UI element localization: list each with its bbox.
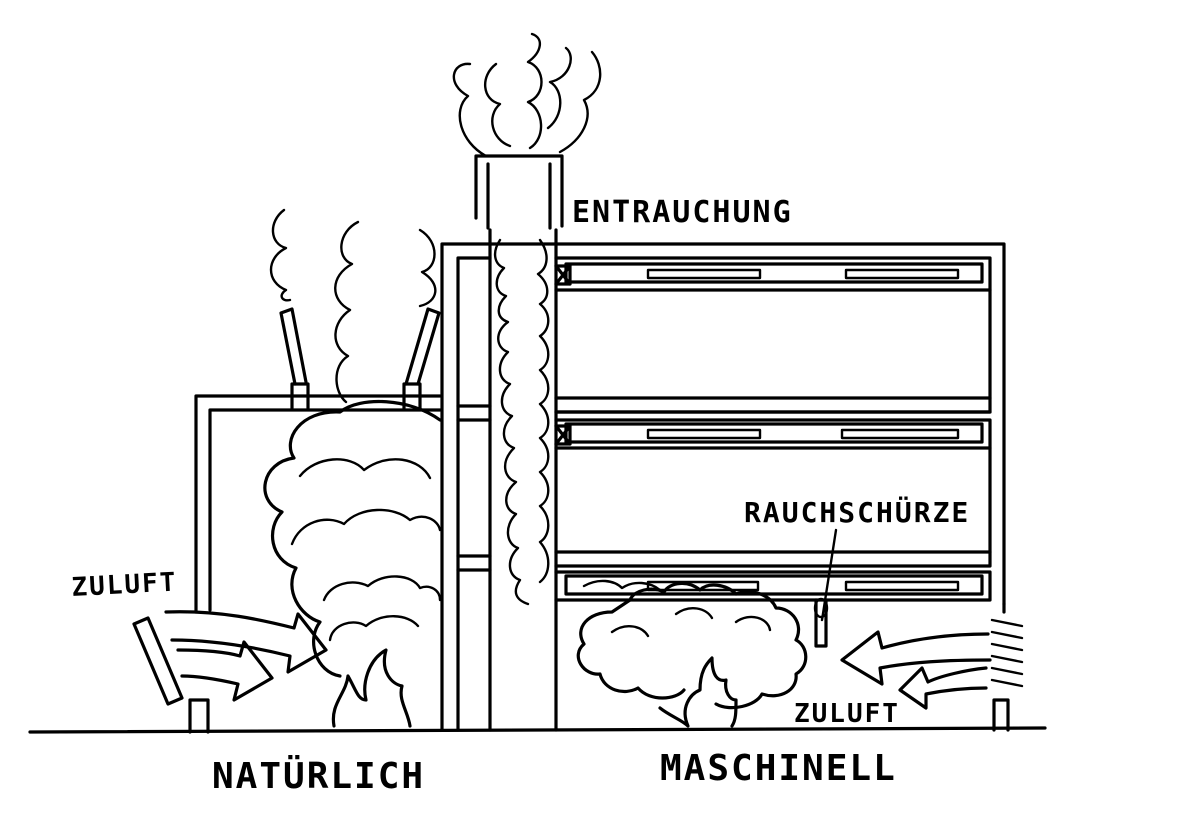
label-rauchschuerze: RAUCHSCHÜRZE	[744, 495, 970, 529]
left-building	[132, 394, 442, 734]
smoke-cloud-right	[576, 581, 808, 710]
smoke-apron-pointer	[820, 528, 838, 622]
ground-line	[28, 726, 1047, 734]
left-post	[188, 698, 210, 734]
smoke-apron	[814, 598, 828, 648]
label-natuerlich: NATÜRLICH	[212, 755, 425, 797]
label-zuluft-left: ZULUFT	[71, 567, 178, 603]
label-maschinell: MASCHINELL	[660, 748, 897, 789]
smoke-shaft	[440, 154, 1006, 732]
smoke-column	[493, 238, 550, 606]
damper-2	[554, 424, 572, 446]
smoke-apron-marker	[813, 597, 829, 619]
fire-right	[658, 656, 738, 728]
label-zuluft-right: ZULUFT	[794, 699, 900, 729]
fire-left	[331, 648, 412, 728]
damper-1	[554, 264, 572, 286]
smoke-plumes-left	[269, 208, 437, 404]
shaft-top-box	[474, 154, 564, 228]
label-entrauchung: ENTRAUCHUNG	[572, 195, 793, 230]
left-inlet-flap	[132, 616, 184, 706]
smoke-cloud-left	[263, 399, 442, 678]
right-building-floors	[554, 256, 1006, 614]
right-inlet-louvres	[990, 618, 1024, 732]
right-post	[992, 698, 1010, 732]
smoke-plumes-top	[452, 32, 602, 158]
inflow-arrows-left	[164, 610, 328, 702]
roof-vents-left	[279, 307, 441, 410]
ceiling-ducts	[554, 262, 984, 596]
inflow-arrows-right	[840, 630, 992, 710]
